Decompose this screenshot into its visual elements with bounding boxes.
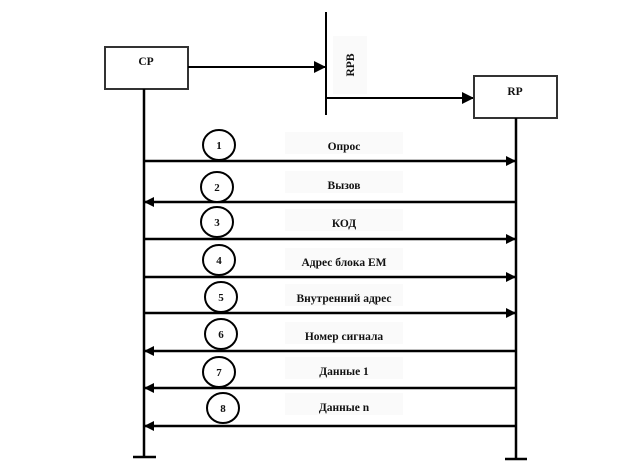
message-6: 6 Номер сигнала <box>144 318 516 356</box>
step-number: 3 <box>214 217 220 229</box>
step-number: 8 <box>220 403 226 415</box>
step-circle <box>206 392 240 424</box>
step-number: 7 <box>216 367 222 379</box>
rp-label: RP <box>507 86 522 98</box>
cp-box <box>104 46 189 90</box>
rpb-label-bg <box>333 36 367 94</box>
cp-entity: CP <box>104 46 189 90</box>
message-label: Опрос <box>328 141 361 153</box>
message-label-bg <box>285 357 403 379</box>
step-number: 2 <box>214 182 220 194</box>
message-list: 1 Опрос 2 Вызов 3 КОД 4 Адрес блока ЕМ 5 Внутренн… <box>144 129 516 431</box>
rpb-entity: RPB <box>325 12 367 115</box>
message-label: Адрес блока ЕМ <box>301 257 386 269</box>
message-2: 2 Вызов <box>144 171 516 207</box>
step-circle <box>200 171 234 203</box>
step-circle <box>202 244 236 276</box>
rp-entity: RP <box>473 75 558 119</box>
message-1: 1 Опрос <box>144 129 516 166</box>
message-label: Номер сигнала <box>305 331 384 343</box>
message-label-bg <box>285 132 403 154</box>
message-label: КОД <box>332 218 356 230</box>
step-circle <box>204 318 238 350</box>
message-label-bg <box>285 284 403 306</box>
message-label-bg <box>285 248 403 270</box>
message-8: 8 Данные n <box>144 392 516 431</box>
step-number: 5 <box>218 292 224 304</box>
cp-label: CP <box>138 56 153 68</box>
message-label: Данные n <box>319 402 370 414</box>
message-3: 3 КОД <box>144 206 516 244</box>
step-circle <box>202 129 236 161</box>
message-4: 4 Адрес блока ЕМ <box>144 244 516 282</box>
message-label-bg <box>285 171 403 193</box>
message-label-bg <box>285 322 403 344</box>
message-label: Внутренний адрес <box>296 293 391 305</box>
step-circle <box>204 281 238 313</box>
message-label: Вызов <box>328 180 361 192</box>
message-label-bg <box>285 393 403 415</box>
step-number: 1 <box>216 140 222 152</box>
step-number: 4 <box>216 255 222 267</box>
message-5: 5 Внутренний адрес <box>144 281 516 318</box>
step-circle <box>200 206 234 238</box>
message-label: Данные 1 <box>319 366 369 378</box>
step-number: 6 <box>218 329 224 341</box>
step-circle <box>202 356 236 388</box>
message-7: 7 Данные 1 <box>144 356 516 393</box>
rpb-label: RPB <box>345 53 357 76</box>
message-label-bg <box>285 209 403 231</box>
